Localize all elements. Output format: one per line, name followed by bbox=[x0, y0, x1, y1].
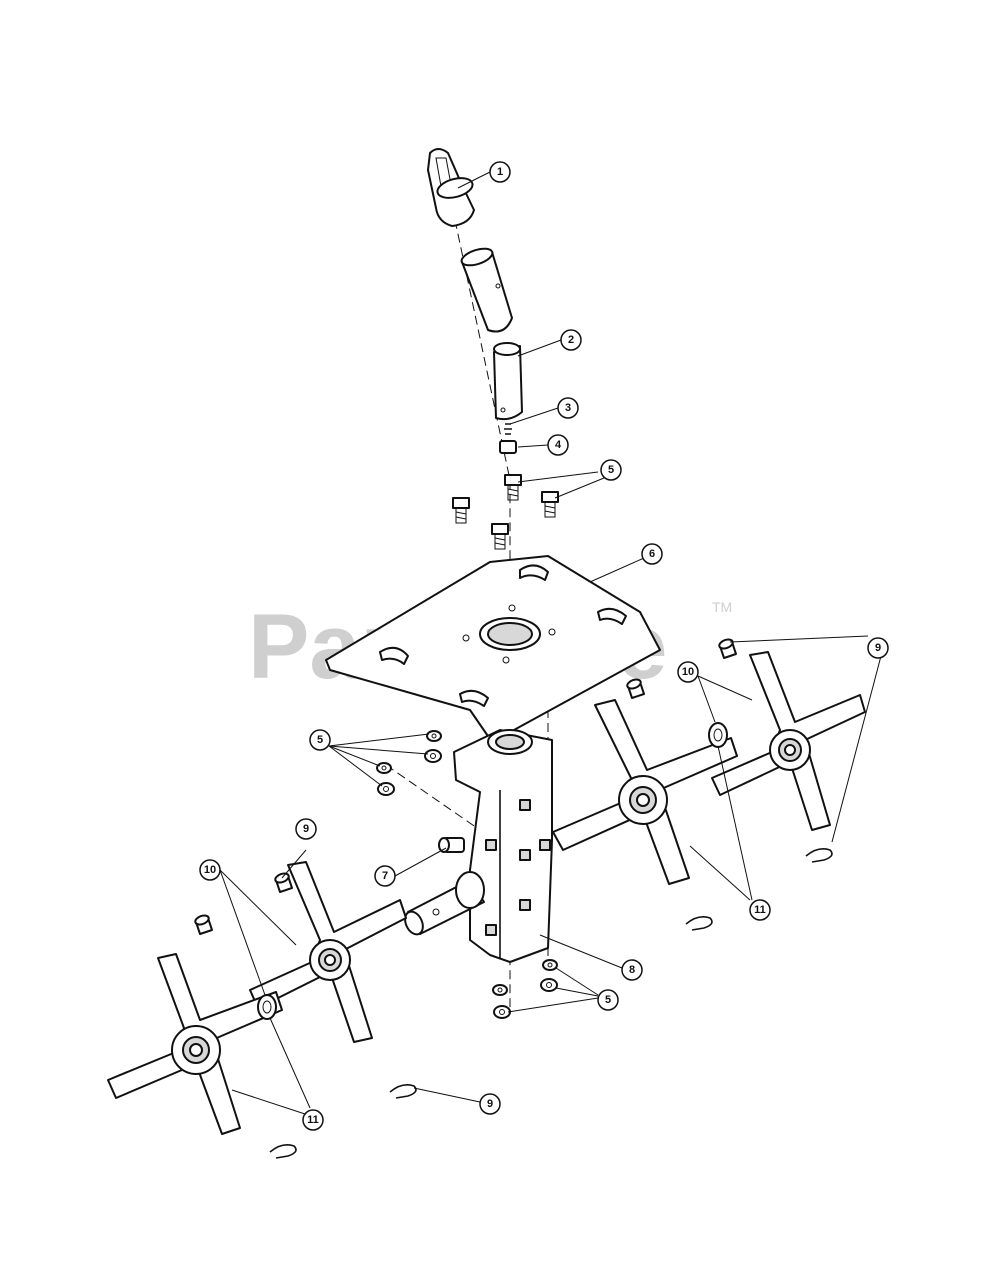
tine-upper-right bbox=[711, 651, 866, 831]
shaft-part bbox=[493, 342, 523, 421]
mounting-plate-part bbox=[325, 555, 661, 743]
callout-2: 2 bbox=[560, 329, 582, 351]
callout-11-right: 11 bbox=[749, 899, 771, 921]
washer-left bbox=[257, 994, 277, 1020]
hairpin-clip-right bbox=[805, 848, 833, 863]
spring-pin-part bbox=[504, 423, 512, 435]
callout-5-lower-label: 5 bbox=[605, 994, 611, 1006]
callout-11-right-label: 11 bbox=[754, 904, 766, 916]
assembly-axis-line-left bbox=[385, 764, 481, 831]
callout-6-label: 6 bbox=[649, 548, 655, 560]
output-shaft-part bbox=[404, 871, 485, 936]
washer-right bbox=[708, 722, 728, 748]
handle-clevis-part bbox=[427, 148, 475, 227]
gearbox-part bbox=[453, 729, 553, 963]
callout-3-label: 3 bbox=[565, 402, 571, 414]
callout-5-lower: 5 bbox=[597, 989, 619, 1011]
callout-7-label: 7 bbox=[382, 870, 388, 882]
bolt-upper-lower bbox=[491, 523, 509, 550]
callout-9-upper-label: 9 bbox=[875, 642, 881, 654]
callout-9-lower: 9 bbox=[479, 1093, 501, 1115]
upper-tube-part bbox=[460, 247, 513, 333]
callout-4: 4 bbox=[547, 434, 569, 456]
callout-2-label: 2 bbox=[568, 334, 574, 346]
hairpin-clip-bottom bbox=[269, 1144, 297, 1159]
callout-3: 3 bbox=[557, 397, 579, 419]
clevis-pin-upper-right bbox=[718, 638, 737, 659]
nuts-lower bbox=[492, 959, 558, 1019]
callout-10-upper: 10 bbox=[677, 661, 699, 683]
leader-lines bbox=[219, 171, 882, 1115]
vent-plug-part bbox=[438, 837, 465, 853]
callout-9-lower-label: 9 bbox=[487, 1098, 493, 1110]
callout-9-middle-label: 9 bbox=[303, 823, 309, 835]
clevis-pin-mid-left bbox=[274, 872, 293, 893]
watermark-trademark: TM bbox=[712, 599, 732, 615]
clevis-pin-lower-left bbox=[194, 914, 213, 935]
hairpin-clip-lower bbox=[389, 1084, 417, 1099]
callout-8-label: 8 bbox=[629, 964, 635, 976]
callout-1-label: 1 bbox=[497, 166, 503, 178]
callout-10-lower: 10 bbox=[199, 859, 221, 881]
callout-5-upper: 5 bbox=[600, 459, 622, 481]
tine-middle-left bbox=[249, 861, 407, 1043]
callout-11-left: 11 bbox=[302, 1109, 324, 1131]
callout-10-lower-label: 10 bbox=[204, 864, 216, 876]
callout-5-middle-label: 5 bbox=[317, 734, 323, 746]
bolt-upper-left bbox=[452, 497, 470, 524]
tine-lower-left bbox=[107, 953, 283, 1135]
bolt-upper-center bbox=[504, 474, 522, 501]
callout-5-upper-label: 5 bbox=[608, 464, 614, 476]
callout-4-label: 4 bbox=[555, 439, 562, 451]
callout-11-left-label: 11 bbox=[307, 1114, 319, 1126]
collar-part bbox=[499, 440, 517, 454]
hairpin-clip-mid bbox=[685, 916, 713, 931]
callout-9-upper: 9 bbox=[867, 637, 889, 659]
callout-8: 8 bbox=[621, 959, 643, 981]
callout-1: 1 bbox=[489, 161, 511, 183]
callout-10-upper-label: 10 bbox=[682, 666, 694, 678]
callout-6: 6 bbox=[641, 543, 663, 565]
callout-9-middle: 9 bbox=[295, 818, 317, 840]
callout-7: 7 bbox=[374, 865, 396, 887]
bolt-upper-right bbox=[541, 491, 559, 518]
clevis-pin-mid-right bbox=[626, 678, 645, 699]
tine-middle-right bbox=[552, 699, 738, 885]
nuts-middle-left bbox=[376, 730, 442, 796]
callout-5-middle: 5 bbox=[309, 729, 331, 751]
